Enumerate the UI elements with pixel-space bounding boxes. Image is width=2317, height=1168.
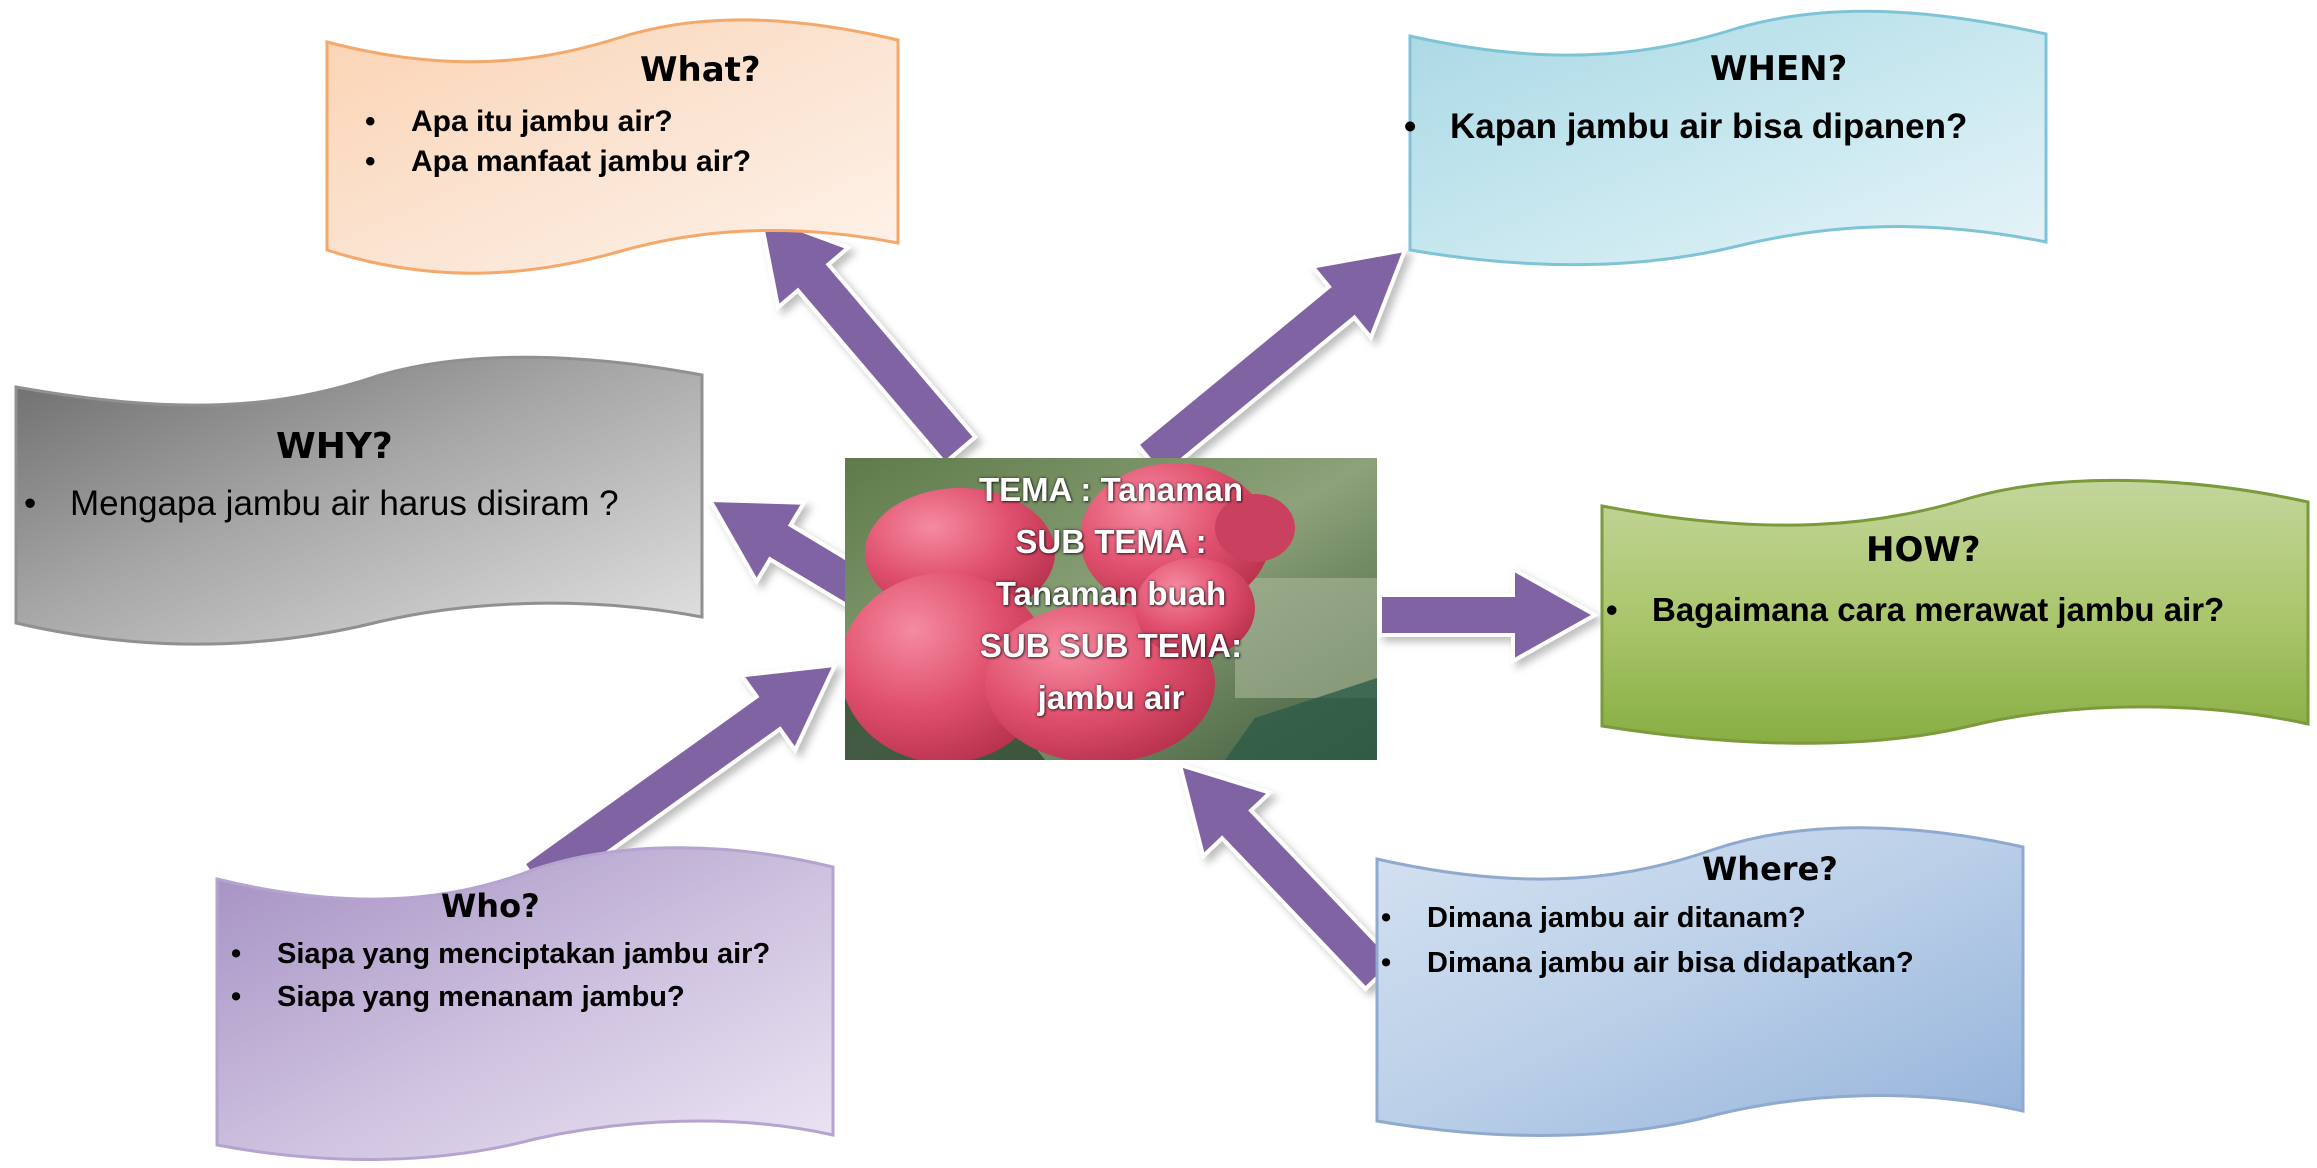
list-item: Bagaimana cara merawat jambu air? bbox=[1606, 590, 2224, 630]
list-item: Mengapa jambu air harus disiram ? bbox=[24, 483, 619, 525]
arrow-to-who bbox=[520, 662, 839, 900]
who-box: Who? Siapa yang menciptakan jambu air? S… bbox=[215, 845, 835, 1163]
where-title: Where? bbox=[1702, 850, 1838, 888]
arrow-to-why bbox=[706, 497, 874, 610]
tema-label: TEMA : Tanaman bbox=[978, 471, 1244, 508]
arrow-to-when bbox=[1134, 247, 1409, 479]
what-title: What? bbox=[640, 50, 761, 90]
sub-sub-tema-value: jambu air bbox=[1037, 679, 1185, 716]
what-list: Apa itu jambu air? Apa manfaat jambu air… bbox=[365, 104, 751, 180]
sub-tema-label: SUB TEMA : bbox=[1015, 523, 1207, 560]
how-list: Bagaimana cara merawat jambu air? bbox=[1606, 590, 2224, 630]
list-item: Apa itu jambu air? bbox=[365, 104, 751, 140]
list-item: Siapa yang menciptakan jambu air? bbox=[231, 937, 797, 972]
jambu-air-photo bbox=[845, 458, 1377, 760]
how-title: HOW? bbox=[1866, 530, 1981, 570]
list-item: Kapan jambu air bisa dipanen? bbox=[1404, 106, 1967, 148]
center-theme-text: TEMA : Tanaman SUB TEMA : Tanaman buah S… bbox=[845, 464, 1377, 724]
list-item: Dimana jambu air bisa didapatkan? bbox=[1381, 946, 1914, 981]
arrow-to-where bbox=[1177, 762, 1398, 992]
who-title: Who? bbox=[441, 887, 540, 925]
how-box: HOW? Bagaimana cara merawat jambu air? bbox=[1600, 478, 2310, 745]
why-list: Mengapa jambu air harus disiram ? bbox=[24, 483, 619, 525]
list-item: Siapa yang menanam jambu? bbox=[231, 980, 797, 1015]
arrow-to-how bbox=[1378, 565, 1600, 665]
why-box: WHY? Mengapa jambu air harus disiram ? bbox=[14, 355, 704, 650]
list-item: Dimana jambu air ditanam? bbox=[1381, 901, 1914, 936]
when-title: WHEN? bbox=[1710, 49, 1848, 89]
sub-tema-value: Tanaman buah bbox=[995, 575, 1227, 612]
when-box: WHEN? Kapan jambu air bisa dipanen? bbox=[1404, 9, 2048, 267]
what-box: What? Apa itu jambu air? Apa manfaat jam… bbox=[325, 18, 900, 275]
where-list: Dimana jambu air ditanam? Dimana jambu a… bbox=[1381, 901, 1914, 981]
when-list: Kapan jambu air bisa dipanen? bbox=[1404, 106, 1967, 148]
arrow-to-what bbox=[757, 211, 979, 466]
list-item: Apa manfaat jambu air? bbox=[365, 144, 751, 180]
who-list: Siapa yang menciptakan jambu air? Siapa … bbox=[231, 937, 797, 1015]
where-box: Where? Dimana jambu air ditanam? Dimana … bbox=[1375, 825, 2025, 1137]
center-theme-block: TEMA : Tanaman SUB TEMA : Tanaman buah S… bbox=[845, 458, 1377, 760]
sub-sub-tema-label: SUB SUB TEMA: bbox=[979, 627, 1243, 664]
why-title: WHY? bbox=[276, 426, 393, 467]
